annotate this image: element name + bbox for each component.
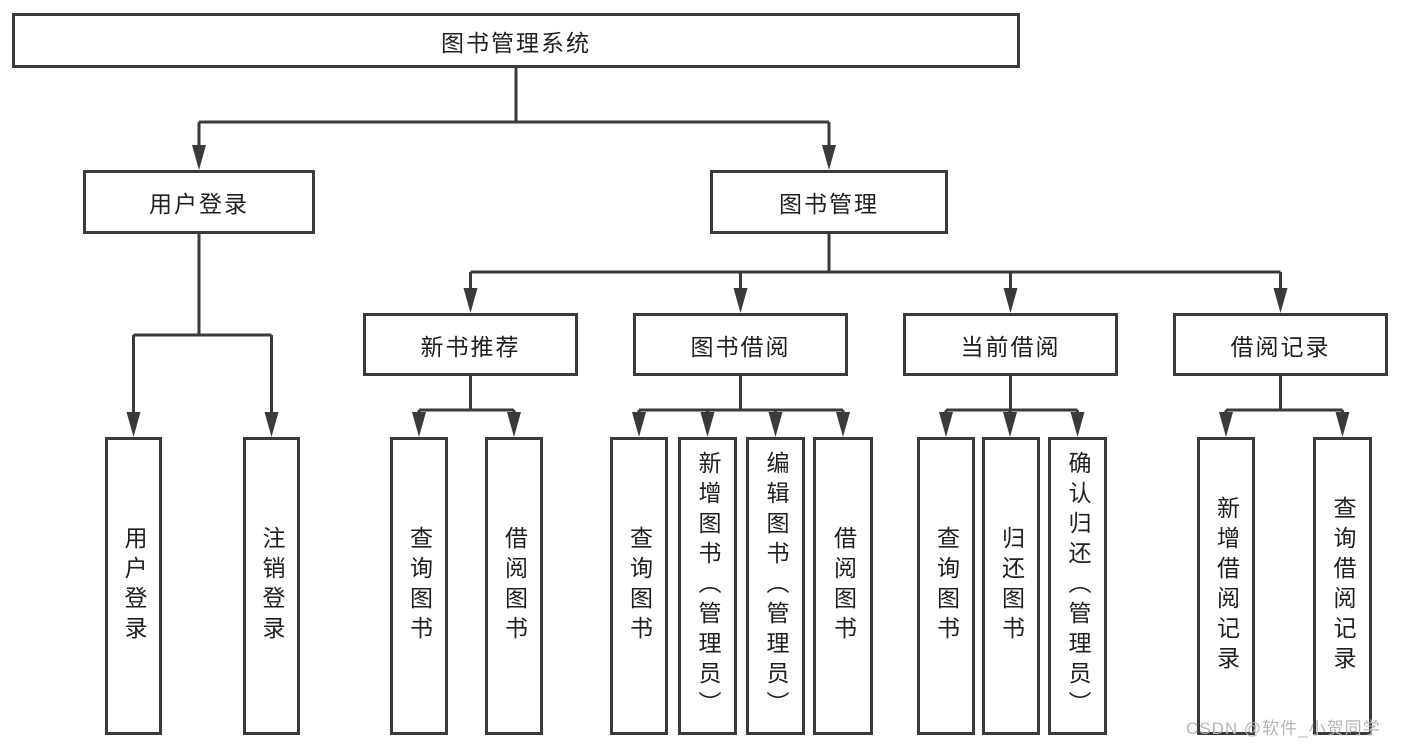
arrowheads [126,145,1350,437]
node-root: 图书管理系统 [12,13,1020,68]
leaf-borrow-books-2: 借阅图书 [813,437,873,735]
leaf-confirm-return-admin: 确认归还（管理员） [1048,437,1107,735]
leaf-add-book-admin: 新增图书（管理员） [678,437,737,735]
leaf-return-book: 归还图书 [982,437,1040,735]
leaf-query-books-borrow: 查询图书 [610,437,668,735]
node-borrow-records: 借阅记录 [1173,313,1388,376]
leaf-query-books-recommend: 查询图书 [390,437,448,735]
leaf-query-borrow-record: 查询借阅记录 [1313,437,1372,735]
leaf-user-login: 用户登录 [105,437,162,735]
node-book-borrow: 图书借阅 [633,313,848,376]
leaf-edit-book-admin: 编辑图书（管理员） [746,437,805,735]
leaf-query-books-current: 查询图书 [917,437,975,735]
node-user-login: 用户登录 [83,170,315,234]
leaf-logout: 注销登录 [243,437,300,735]
node-current-borrow: 当前借阅 [903,313,1118,376]
leaf-add-borrow-record: 新增借阅记录 [1197,437,1255,735]
csdn-watermark: CSDN @软件_小贺同学 [1186,719,1381,738]
node-new-book-recommend: 新书推荐 [363,313,578,376]
leaf-borrow-books-recommend: 借阅图书 [485,437,543,735]
node-book-management: 图书管理 [710,170,948,234]
